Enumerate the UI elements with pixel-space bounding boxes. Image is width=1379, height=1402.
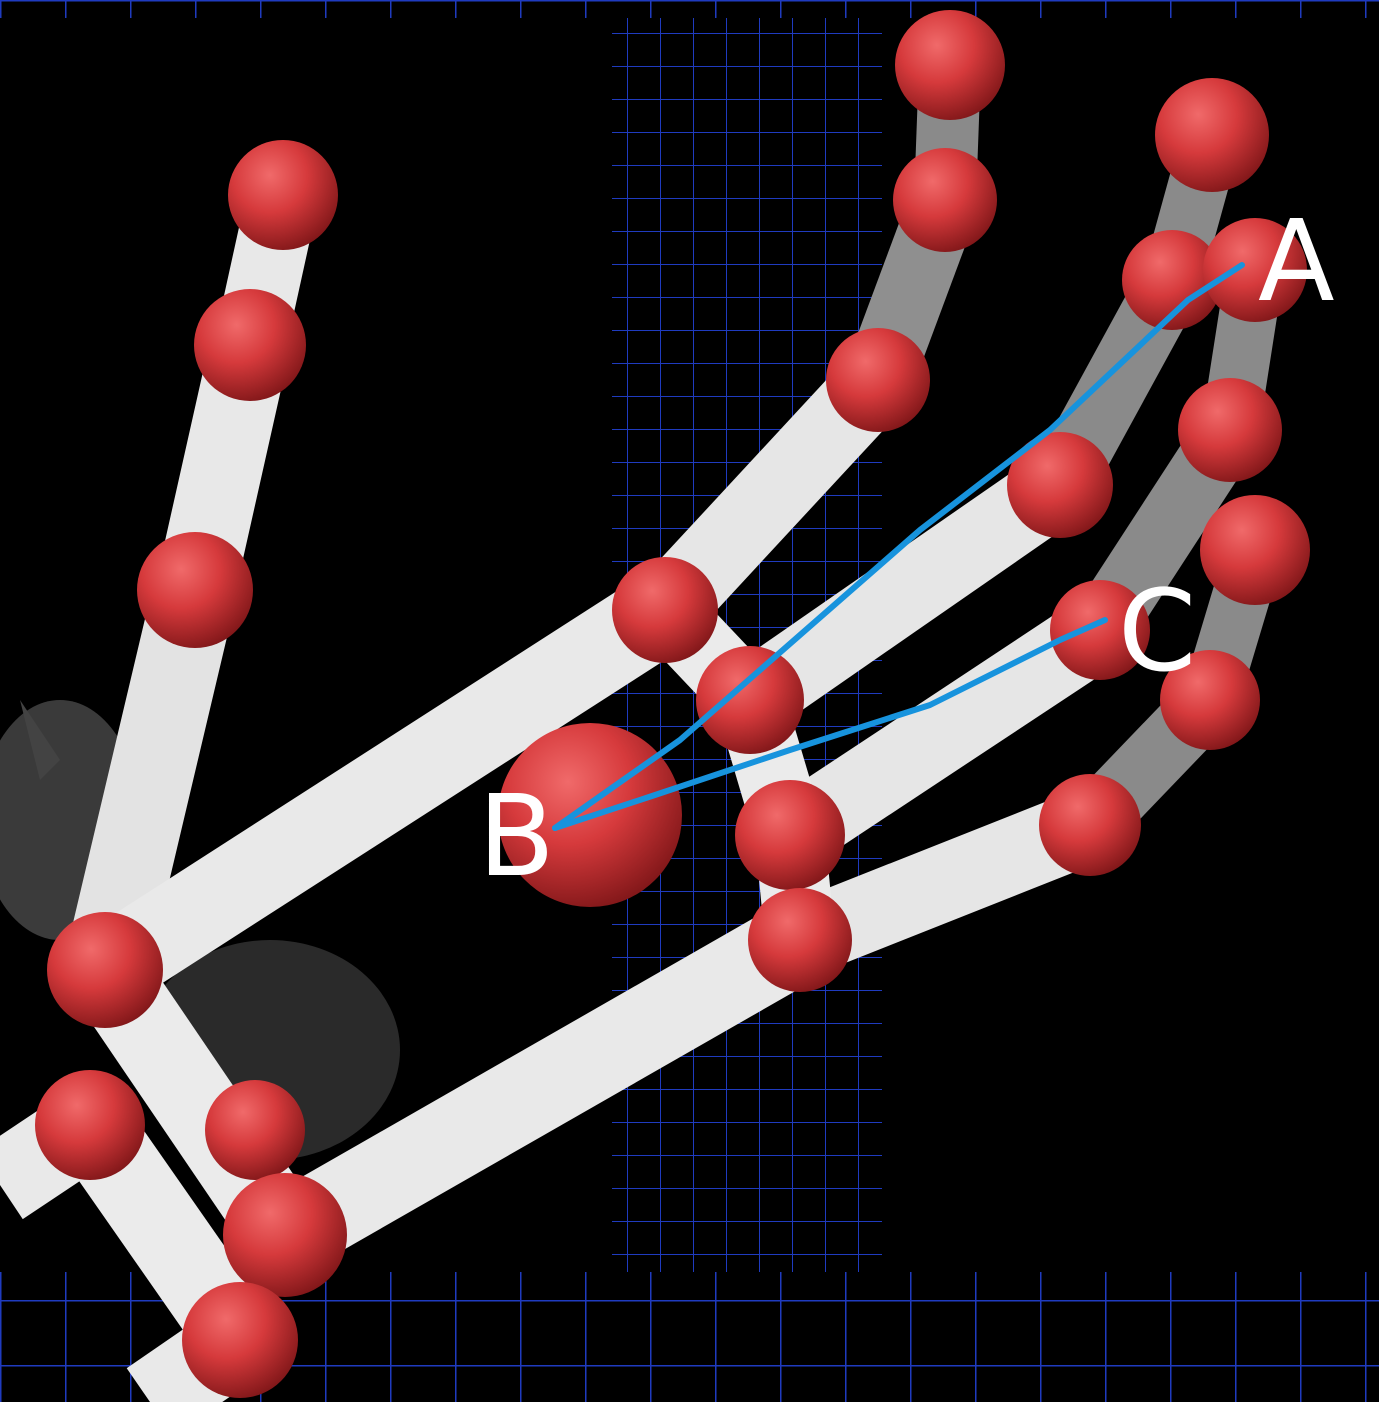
- point-labels: A B C: [478, 197, 1335, 902]
- joint: [137, 532, 253, 648]
- joint: [228, 140, 338, 250]
- joint: [1203, 218, 1307, 322]
- line-b-c: [552, 617, 1108, 831]
- joint: [748, 888, 852, 992]
- joint: [735, 780, 845, 890]
- joint: [1039, 774, 1141, 876]
- joint: [1155, 78, 1269, 192]
- joint: [205, 1080, 305, 1180]
- joint: [194, 289, 306, 401]
- joint: [1007, 432, 1113, 538]
- joint: [47, 912, 163, 1028]
- joint: [1050, 580, 1150, 680]
- joint: [612, 557, 718, 663]
- label-a: A: [1258, 197, 1335, 327]
- joint: [35, 1070, 145, 1180]
- joint: [895, 10, 1005, 120]
- joint: [1122, 230, 1222, 330]
- joint: [826, 328, 930, 432]
- joint: [223, 1173, 347, 1297]
- joint: [893, 148, 997, 252]
- joint: [696, 646, 804, 754]
- annotation-lines: [552, 262, 1245, 831]
- label-c: C: [1118, 567, 1196, 697]
- joint: [1160, 650, 1260, 750]
- joint: [1178, 378, 1282, 482]
- line-a-b: [552, 262, 1245, 831]
- label-b: B: [478, 772, 555, 902]
- joint: [1200, 495, 1310, 605]
- joint: [182, 1282, 298, 1398]
